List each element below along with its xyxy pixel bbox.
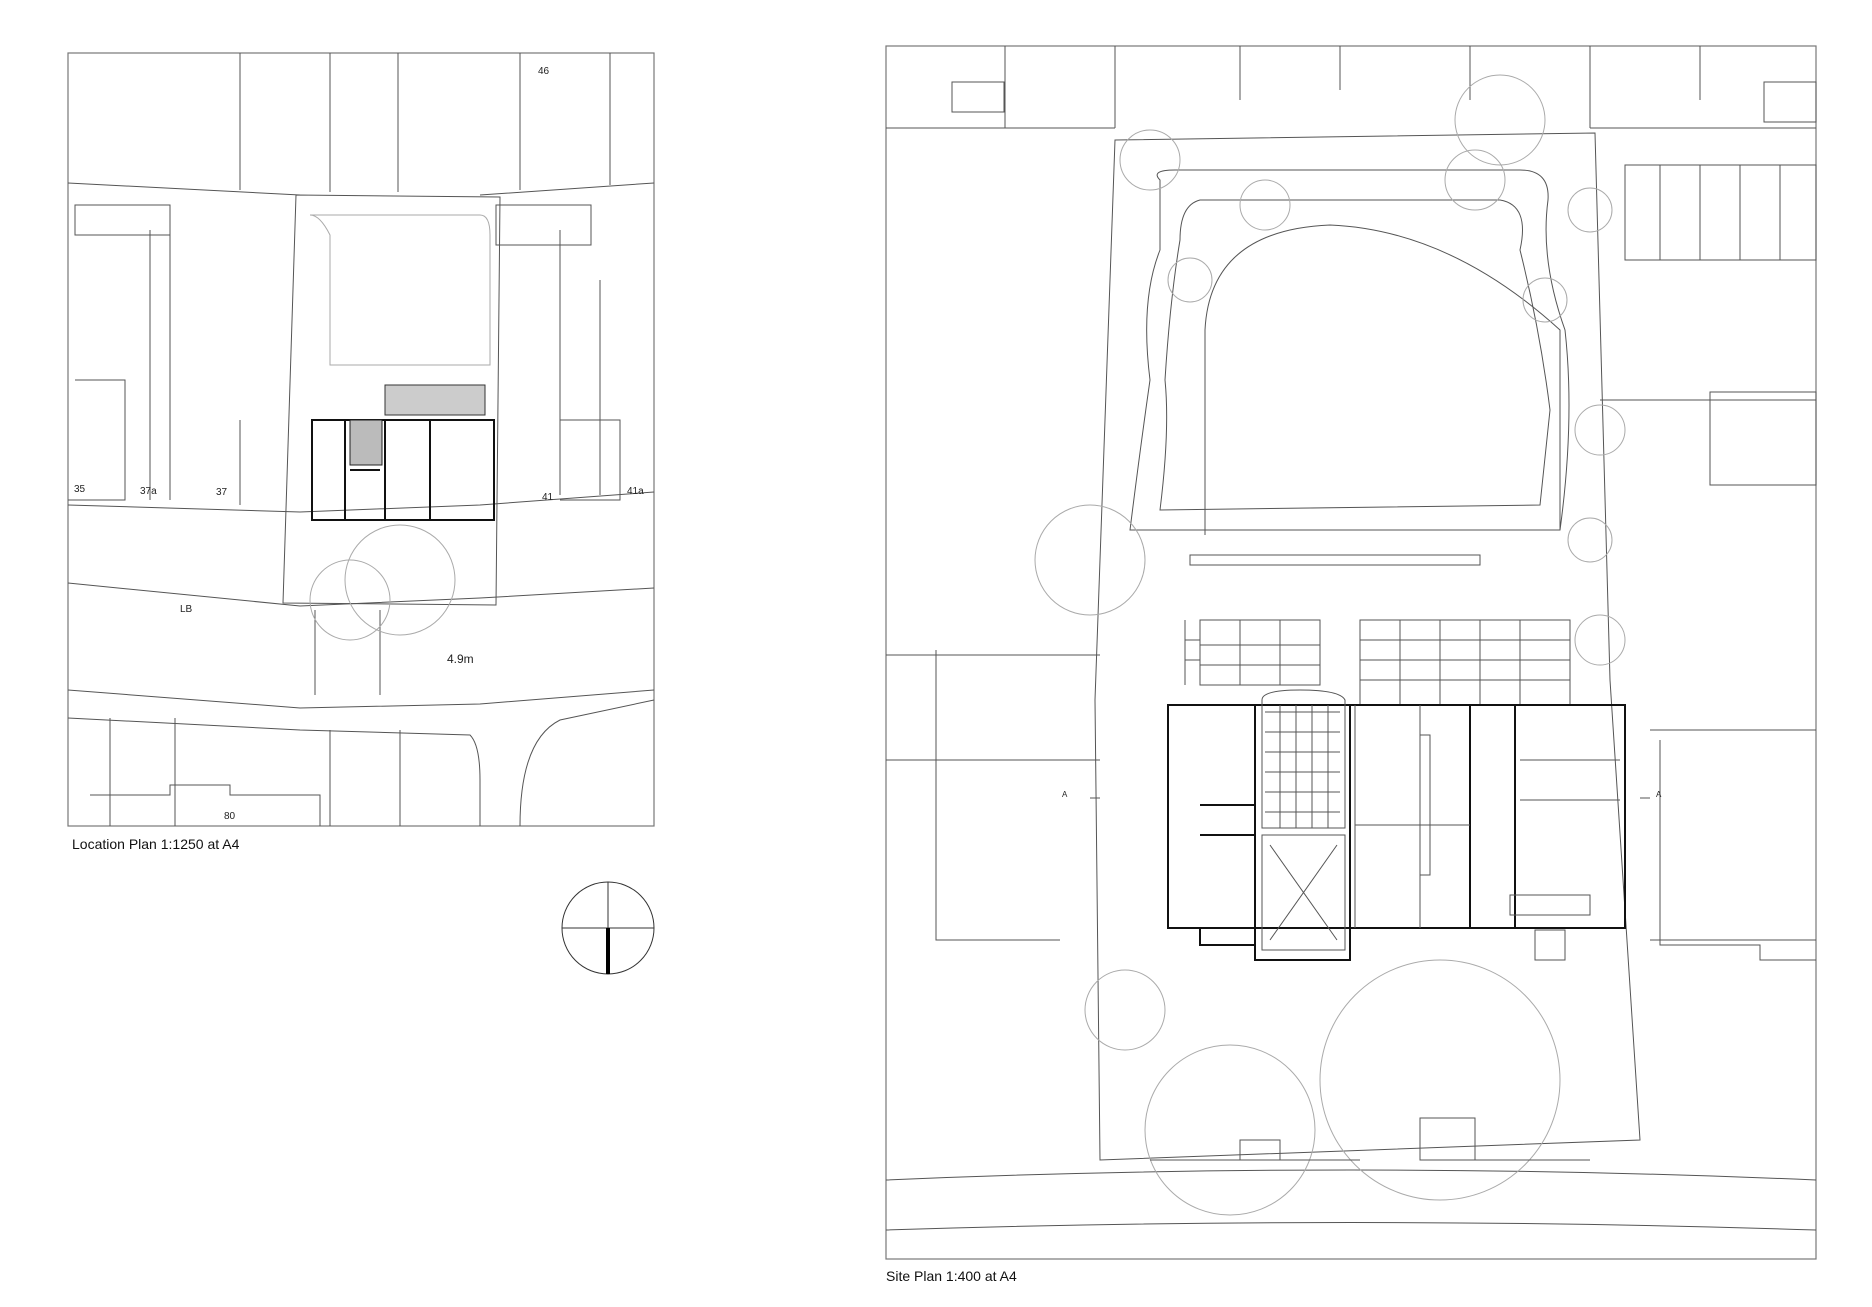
location-plan-frame xyxy=(67,52,655,827)
label-41a: 41a xyxy=(627,486,644,497)
site-building xyxy=(1167,704,1626,961)
label-level: 4.9m xyxy=(447,652,474,666)
label-35: 35 xyxy=(74,484,86,495)
location-building xyxy=(311,419,495,521)
section-mark-left: A xyxy=(1062,790,1068,799)
site-boundary xyxy=(282,194,501,606)
north-arrow-icon xyxy=(561,881,655,975)
label-lb: LB xyxy=(180,604,193,615)
label-41: 41 xyxy=(542,492,554,503)
label-80: 80 xyxy=(224,811,236,822)
label-37a: 37a xyxy=(140,486,157,497)
site-plan-frame xyxy=(885,45,1817,1260)
garden-path xyxy=(1129,169,1570,531)
label-46: 46 xyxy=(538,66,550,77)
site-boundary xyxy=(1094,132,1641,1161)
site-plan-caption: Site Plan 1:400 at A4 xyxy=(886,1268,1017,1284)
location-plan: 46 35 37a 37 41 41a LB 4.9m 80 xyxy=(67,52,655,827)
section-mark-right: A xyxy=(1656,790,1662,799)
site-plan: A A xyxy=(885,45,1817,1260)
label-37: 37 xyxy=(216,487,228,498)
location-plan-caption: Location Plan 1:1250 at A4 xyxy=(72,836,240,852)
